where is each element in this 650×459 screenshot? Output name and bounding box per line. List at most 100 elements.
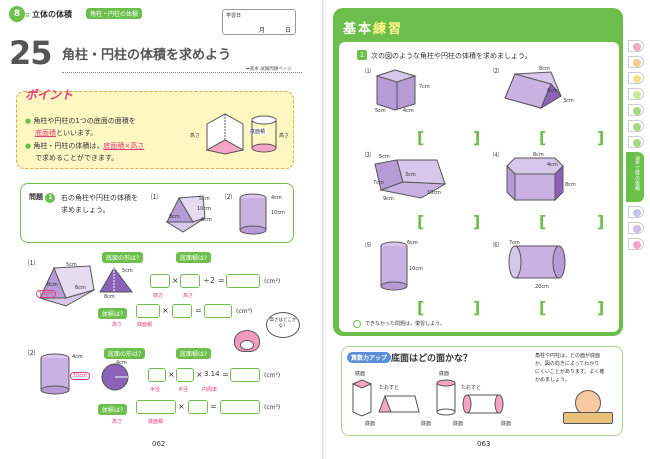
fig5-dim-1: 10cm — [409, 266, 423, 272]
sol1-vol-base-input[interactable] — [136, 304, 160, 318]
fig1-dim-1: 5cm — [375, 108, 386, 114]
side-tab-active-label: 8章 立体の体積 — [634, 156, 640, 191]
fig3-dim-3: 9cm — [383, 196, 394, 202]
bullet-2: ● — [25, 142, 32, 150]
fig1-dim-2: 4cm — [403, 108, 414, 114]
sol2-bubble-area: 底面積は? — [176, 348, 212, 359]
fig4-dim-2: 8cm — [565, 182, 576, 188]
point-box: ポイント ● 角柱や円柱の1つの底面の面積を 底面積といいます。 ● 角柱・円柱… — [16, 88, 294, 169]
sol1-unit-area: (cm²) — [264, 278, 281, 285]
side-tab-active[interactable]: 8章 立体の体積 — [626, 152, 644, 202]
sol1-label: ⑴ — [28, 259, 35, 267]
point-fig-base: 底面積 — [249, 128, 267, 135]
sol1-area-input[interactable] — [226, 274, 260, 288]
sol1-vol-height-input[interactable] — [172, 304, 192, 318]
side-tab-5[interactable] — [628, 104, 644, 116]
side-tab-6[interactable] — [628, 120, 644, 132]
point-text-1a: 角柱や円柱の1つの底面の面積を — [33, 117, 136, 125]
fig5-label: ⑸ — [365, 242, 372, 249]
side-tab-2[interactable] — [628, 56, 644, 68]
sol1-num-2: 2 — [210, 276, 216, 285]
sol1-height-input[interactable] — [180, 274, 200, 288]
ans3-input[interactable] — [425, 216, 475, 228]
sol2-note-height: 高さ — [112, 419, 123, 425]
sol1-op-mul: × — [172, 276, 179, 285]
sol2-vol-op: × — [178, 402, 185, 411]
boost-tip-1: たおすと — [379, 385, 400, 391]
boost-tip-2: たおすと — [461, 385, 482, 391]
side-tab-11[interactable] — [628, 238, 644, 250]
sol2-dim-10: 10cm — [70, 372, 90, 380]
q-text: 次の図のような角柱や円柱の体積を求めましょう。 — [371, 52, 532, 60]
point-line-2: ● 角柱・円柱の体積は，底面積×高さ — [25, 141, 144, 151]
date-box: 学習日 月 日 — [222, 9, 296, 35]
point-text-2a: 角柱・円柱の体積は， — [33, 142, 104, 150]
fig3-dim-1: 3cm — [405, 172, 416, 178]
sol1-note-height: 高さ — [183, 293, 194, 299]
problem-word: 問題 — [29, 193, 43, 201]
sol2-vol-base-input[interactable] — [136, 400, 176, 414]
mascot-face — [240, 340, 254, 350]
sol1-vol-result-input[interactable] — [204, 304, 232, 318]
sol2-area-input[interactable] — [230, 368, 260, 382]
fig4-label: ⑷ — [493, 152, 500, 159]
sol2-radius-input[interactable] — [148, 368, 166, 382]
left-page-number: 062 — [152, 440, 166, 448]
ans1-input[interactable] — [425, 132, 475, 144]
ans2-input[interactable] — [547, 132, 597, 144]
point-title: ポイント — [25, 88, 74, 102]
practice-title-b: 練習 — [373, 22, 404, 37]
sol2-label: ⑵ — [28, 349, 35, 357]
right-page: 基本練習 1 次の図のような角柱や円柱の体積を求めましょう。 ⑴ 7cm 5cm… — [325, 0, 650, 459]
sol2-vol-height-input[interactable] — [188, 400, 208, 414]
point-line-1b: 底面積といいます。 — [35, 128, 97, 138]
sol2-circle-figure — [101, 363, 129, 391]
boost-base-3: 底面 — [421, 421, 432, 427]
title-underline — [62, 72, 302, 73]
sol1-vol-op: × — [162, 306, 169, 315]
sol1-note-height-2: 高さ — [112, 322, 123, 328]
side-tab-9[interactable] — [628, 206, 644, 218]
problem-text-2: 求めましょう。 — [61, 206, 110, 214]
mascot-speech-bubble: 高さはどこかな？ — [266, 312, 300, 338]
boost-cylinder-upright — [436, 379, 456, 416]
boost-explain-1: 角柱や円柱は，どの面が底面 — [535, 353, 601, 359]
boost-cylinder-laid — [462, 394, 504, 414]
boost-prism-upright — [351, 379, 373, 417]
problem-number: 1 — [45, 193, 56, 203]
sol1-tri-5: 5cm — [122, 268, 133, 274]
sol2-bubble-shape: 底面の形は? — [104, 348, 146, 359]
fig4-dim-0: 8cm — [533, 152, 544, 158]
sol2-vol-result-input[interactable] — [220, 400, 260, 414]
sol1-base-input[interactable] — [150, 274, 170, 288]
sol2-circ-4: 4cm — [116, 360, 127, 366]
textbook-ref: ➡基本 試験問題ページ — [246, 67, 292, 72]
sol2-radius-input-2[interactable] — [176, 368, 194, 382]
sol2-op-2: × — [196, 370, 203, 379]
sol1-vol-eq: = — [195, 306, 202, 315]
chapter-badge: 8 — [9, 6, 25, 22]
ans5-input[interactable] — [425, 302, 475, 314]
ans4-input[interactable] — [547, 216, 597, 228]
q1-f2-dim-a: 4cm — [271, 195, 282, 201]
sol1-dim-6: 6cm — [75, 285, 86, 291]
ans6-input[interactable] — [547, 302, 597, 314]
problem-1-box: 問題 1 右の角柱や円柱の体積を 求めましょう。 ⑴ 5cm 8cm 6cm 1… — [20, 183, 294, 243]
sol2-note-pi: 円周率 — [202, 387, 218, 393]
side-tab-1[interactable] — [628, 40, 644, 52]
q1-prism-figure — [165, 195, 206, 233]
sol1-eq: = — [218, 276, 225, 285]
fig5-dim-0: 6cm — [407, 240, 418, 246]
side-tab-7[interactable] — [628, 136, 644, 148]
fig3-dim-2: 7cm — [373, 180, 384, 186]
fig3-dim-4: 10cm — [427, 190, 441, 196]
fig1-dim-0: 7cm — [419, 84, 430, 90]
mascot-speech: 高さはどこかな？ — [269, 318, 297, 329]
side-tab-3[interactable] — [628, 72, 644, 84]
sol2-op-1: × — [168, 370, 175, 379]
point-cylinder-figure — [251, 115, 277, 153]
retry-icon — [353, 320, 361, 328]
side-tab-4[interactable] — [628, 88, 644, 100]
side-tab-10[interactable] — [628, 222, 644, 234]
sol1-vol-label: 体積は? — [98, 308, 128, 319]
